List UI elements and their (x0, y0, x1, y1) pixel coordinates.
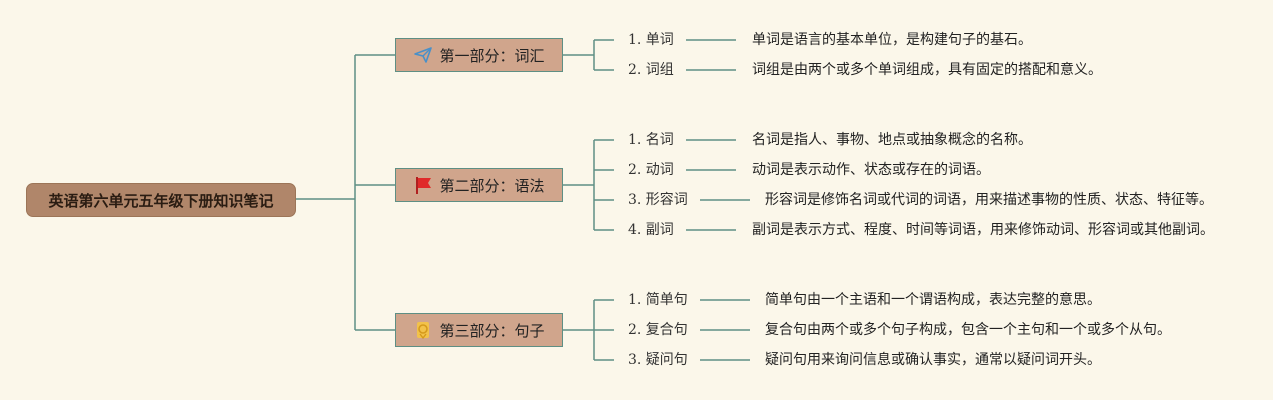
item-label-adjective: 3. 形容词 (628, 192, 688, 208)
item-label-question-sentence: 3. 疑问句 (628, 352, 688, 368)
section-sentences[interactable]: 第三部分：句子 (395, 313, 563, 347)
item-label-complex-sentence: 2. 复合句 (628, 322, 688, 338)
section-title: 第二部分：语法 (439, 176, 545, 195)
item-label-simple-sentence: 1. 简单句 (628, 292, 688, 308)
item-desc-adjective: 形容词是修饰名词或代词的词语，用来描述事物的性质、状态、特征等。 (765, 192, 1213, 208)
item-label-verb: 2. 动词 (628, 162, 674, 178)
root-title: 英语第六单元五年级下册知识笔记 (48, 191, 274, 210)
item-desc-question-sentence: 疑问句用来询问信息或确认事实，通常以疑问词开头。 (765, 352, 1101, 368)
item-desc-word: 单词是语言的基本单位，是构建句子的基石。 (752, 32, 1032, 48)
item-desc-verb: 动词是表示动作、状态或存在的词语。 (752, 162, 990, 178)
section-title: 第三部分：句子 (439, 321, 545, 340)
flag-icon (413, 175, 433, 195)
item-desc-noun: 名词是指人、事物、地点或抽象概念的名称。 (752, 132, 1032, 148)
item-label-word: 1. 单词 (628, 32, 674, 48)
item-label-phrase: 2. 词组 (628, 62, 674, 78)
section-vocabulary[interactable]: 第一部分：词汇 (395, 38, 563, 72)
paper-plane-icon (413, 45, 433, 65)
item-desc-complex-sentence: 复合句由两个或多个句子构成，包含一个主句和一个或多个从句。 (765, 322, 1171, 338)
item-label-adverb: 4. 副词 (628, 222, 674, 238)
section-title: 第一部分：词汇 (439, 46, 545, 65)
section-grammar[interactable]: 第二部分：语法 (395, 168, 563, 202)
item-label-noun: 1. 名词 (628, 132, 674, 148)
root-node[interactable]: 英语第六单元五年级下册知识笔记 (26, 183, 296, 217)
item-desc-simple-sentence: 简单句由一个主语和一个谓语构成，表达完整的意思。 (765, 292, 1101, 308)
medal-icon (413, 320, 433, 340)
item-desc-phrase: 词组是由两个或多个单词组成，具有固定的搭配和意义。 (752, 62, 1102, 78)
item-desc-adverb: 副词是表示方式、程度、时间等词语，用来修饰动词、形容词或其他副词。 (752, 222, 1214, 238)
